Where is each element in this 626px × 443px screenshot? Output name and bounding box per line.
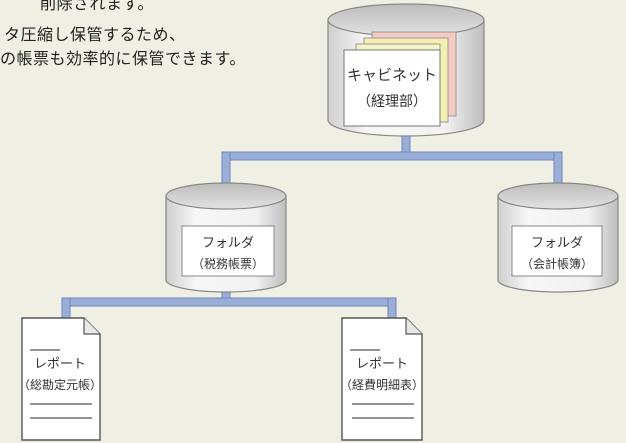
connector-lines [61, 125, 563, 321]
report-ledger-label: レポート [34, 357, 86, 372]
folder-tax-sublabel: （税務帳票） [192, 257, 264, 271]
cabinet-sublabel: （経理部） [357, 94, 427, 110]
report-ledger-node: レポート （総勘定元帳） [18, 317, 102, 441]
report-expense-node: レポート （経費明細表） [340, 317, 424, 441]
intro-line-3: の帳票も効率的に保管できます。 [0, 49, 246, 68]
report-expense-label: レポート [356, 357, 408, 372]
intro-line-2: タ圧縮し保管するため、 [4, 25, 186, 44]
folder-accounting-label: フォルダ [531, 236, 583, 251]
report-expense-sublabel: （経費明細表） [340, 377, 424, 392]
folder-accounting-sublabel: （会計帳簿） [521, 256, 593, 271]
cabinet-node: キャビネット （経理部） [327, 3, 485, 137]
folder-tax-node: フォルダ （税務帳票） [165, 182, 287, 293]
intro-line-1: 削除されます。 [40, 0, 154, 13]
folder-accounting-node: フォルダ （会計帳簿） [497, 182, 619, 293]
folder-tax-label: フォルダ [202, 236, 254, 251]
intro-text: 削除されます。 タ圧縮し保管するため、 の帳票も効率的に保管できます。 [0, 0, 330, 80]
report-ledger-sublabel: （総勘定元帳） [18, 377, 102, 392]
stacked-documents-icon [343, 31, 457, 127]
cabinet-label: キャビネット [347, 66, 437, 84]
